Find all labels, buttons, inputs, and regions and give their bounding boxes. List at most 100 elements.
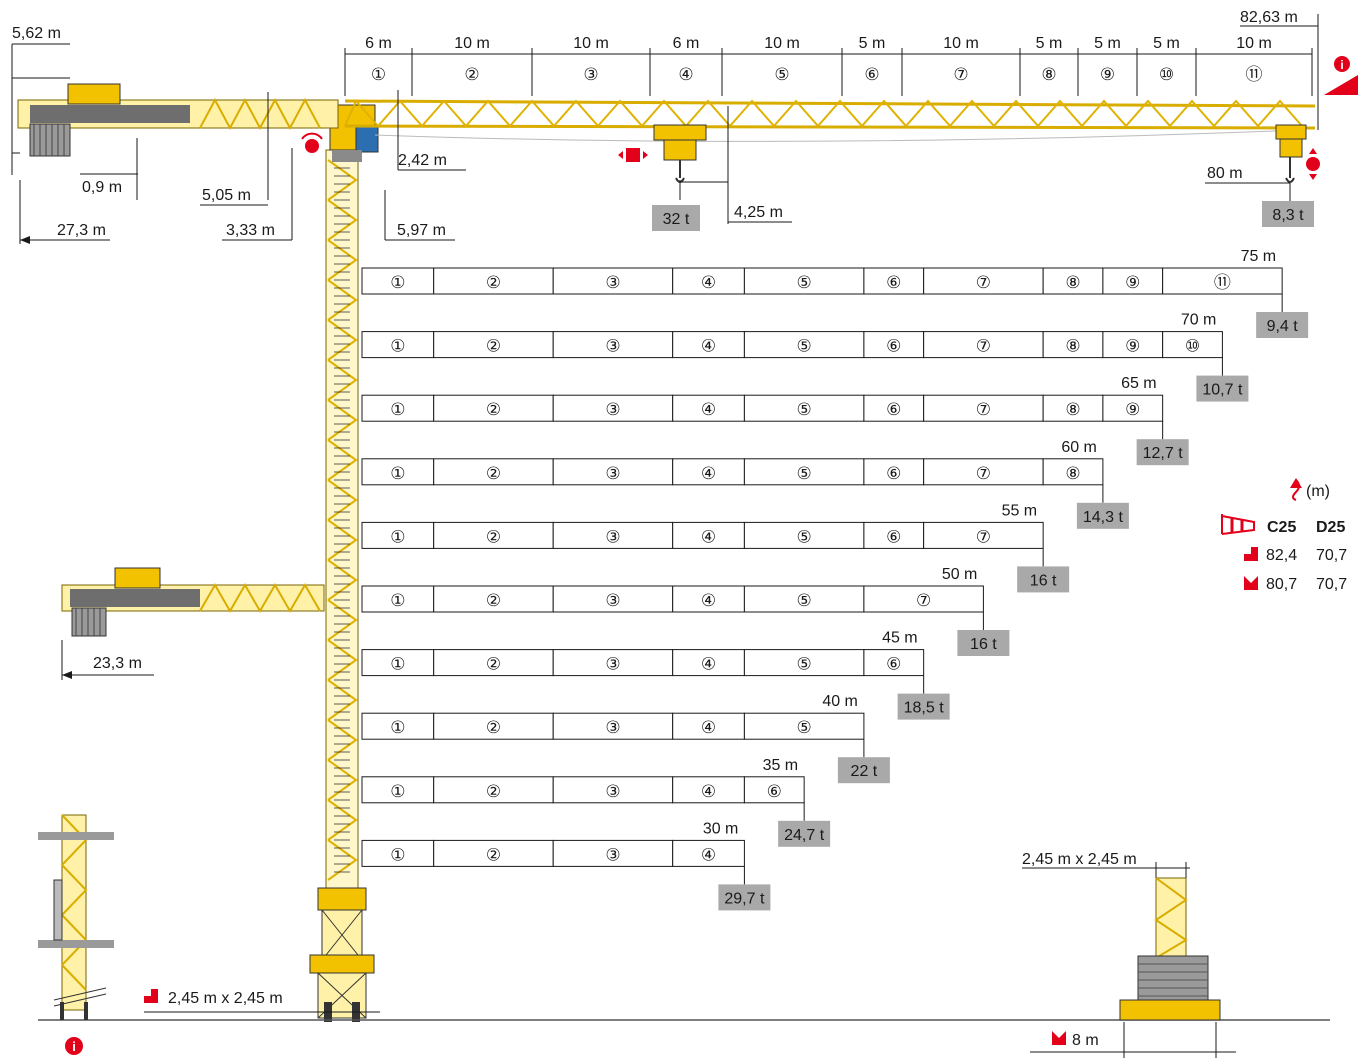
- config-section-number: ⑨: [1125, 400, 1140, 419]
- height-row1-c: 82,4: [1266, 547, 1297, 564]
- config-load-box: [837, 757, 890, 784]
- config-section-number: ②: [486, 527, 501, 546]
- config-load-label: 18,5 t: [904, 700, 945, 717]
- jib-section-number: ⑪: [1246, 65, 1263, 84]
- main-jib: [344, 99, 1316, 142]
- config-section-number: ②: [486, 400, 501, 419]
- config-section-number: ②: [486, 718, 501, 737]
- jib-section-number: ③: [583, 65, 598, 84]
- config-section-number: ①: [390, 337, 405, 356]
- wind-ramp-icon: [1324, 75, 1358, 95]
- mast-detail: [38, 814, 114, 1020]
- config-section-box: [672, 267, 745, 295]
- height-row1-d: 70,7: [1316, 547, 1347, 564]
- dim-0-9-label: 0,9 m: [82, 179, 122, 196]
- config-section-box: [863, 585, 984, 613]
- config-section-box: [1042, 267, 1104, 295]
- config-section-number: ⑤: [797, 337, 812, 356]
- config-section-number: ④: [701, 400, 716, 419]
- config-section-box: [743, 458, 865, 486]
- config-section-box: [672, 776, 745, 804]
- config-section-box: [361, 267, 435, 295]
- config-length-label: 70 m: [1181, 312, 1217, 329]
- config-load-label: 24,7 t: [784, 827, 825, 844]
- config-section-box: [552, 458, 674, 486]
- config-section-box: [433, 712, 554, 740]
- config-section-number: ③: [605, 591, 620, 610]
- config-section-number: ⑦: [976, 527, 991, 546]
- height-col-c25: C25: [1267, 519, 1296, 536]
- jib-section-length: 6 m: [673, 35, 700, 52]
- jib-section-length: 5 m: [1153, 35, 1180, 52]
- config-length-label: 50 m: [942, 566, 978, 583]
- height-table: (m) C25 D25 82,4 70,7 80,7 70,7: [1221, 478, 1347, 593]
- base-section-label: 2,45 m x 2,45 m: [1022, 851, 1137, 868]
- config-section-box: [552, 649, 674, 677]
- config-section-number: ⑤: [797, 273, 812, 292]
- config-section-number: ④: [701, 718, 716, 737]
- config-length-label: 30 m: [703, 820, 739, 837]
- config-section-box: [552, 712, 674, 740]
- jib-section-number: ⑩: [1159, 65, 1174, 84]
- jib-section-number: ④: [678, 65, 693, 84]
- config-section-number: ⑦: [976, 337, 991, 356]
- jib-section-length: 10 m: [454, 35, 490, 52]
- config-section-box: [433, 776, 554, 804]
- config-section-box: [743, 521, 865, 549]
- config-section-box: [672, 839, 745, 867]
- jib-section-length: 10 m: [764, 35, 800, 52]
- jib-section-length: 5 m: [859, 35, 886, 52]
- short-counter-jib-length-label: 23,3 m: [93, 655, 142, 672]
- config-section-box: [672, 649, 745, 677]
- config-section-number: ①: [390, 718, 405, 737]
- config-section-number: ②: [486, 655, 501, 674]
- config-section-number: ⑦: [976, 273, 991, 292]
- config-section-box: [552, 521, 674, 549]
- config-section-box: [552, 839, 674, 867]
- jib-section-number: ⑧: [1041, 65, 1056, 84]
- config-section-box: [743, 267, 865, 295]
- config-section-box: [361, 394, 435, 422]
- config-section-number: ⑤: [797, 400, 812, 419]
- config-section-box: [552, 331, 674, 359]
- config-load-label: 10,7 t: [1202, 382, 1243, 399]
- config-load-box: [718, 884, 771, 911]
- config-section-number: ⑥: [886, 464, 901, 483]
- config-section-number: ③: [605, 527, 620, 546]
- config-load-label: 14,3 t: [1083, 509, 1124, 526]
- config-section-number: ①: [390, 782, 405, 801]
- config-load-box: [778, 820, 831, 847]
- config-section-box: [433, 839, 554, 867]
- config-section-box: [743, 649, 865, 677]
- tower-base: [309, 887, 375, 1022]
- config-section-box: [672, 712, 745, 740]
- config-section-number: ③: [605, 782, 620, 801]
- slewing-symbol: [301, 132, 323, 153]
- config-section-number: ①: [390, 845, 405, 864]
- max-load-label: 32 t: [663, 211, 690, 228]
- jib-section-number: ①: [371, 65, 386, 84]
- trolley-travel-symbol: [618, 148, 648, 162]
- chassis-base: [1119, 877, 1221, 1021]
- jib-section-number: ⑥: [864, 65, 879, 84]
- config-section-number: ⑨: [1125, 337, 1140, 356]
- config-section-box: [1162, 331, 1223, 359]
- config-section-box: [672, 331, 745, 359]
- jib-section-number: ⑤: [774, 65, 789, 84]
- config-section-number: ④: [701, 782, 716, 801]
- config-section-number: ⑦: [976, 464, 991, 483]
- tip-load-label: 8,3 t: [1272, 207, 1304, 224]
- config-length-label: 75 m: [1241, 248, 1277, 265]
- config-section-number: ④: [701, 655, 716, 674]
- config-section-box: [672, 394, 745, 422]
- config-section-number: ①: [390, 464, 405, 483]
- config-section-number: ⑤: [797, 527, 812, 546]
- config-section-box: [552, 585, 674, 613]
- config-section-number: ⑥: [886, 337, 901, 356]
- config-section-number: ④: [701, 464, 716, 483]
- hoist-symbol: [1306, 148, 1320, 180]
- config-section-box: [1042, 458, 1104, 486]
